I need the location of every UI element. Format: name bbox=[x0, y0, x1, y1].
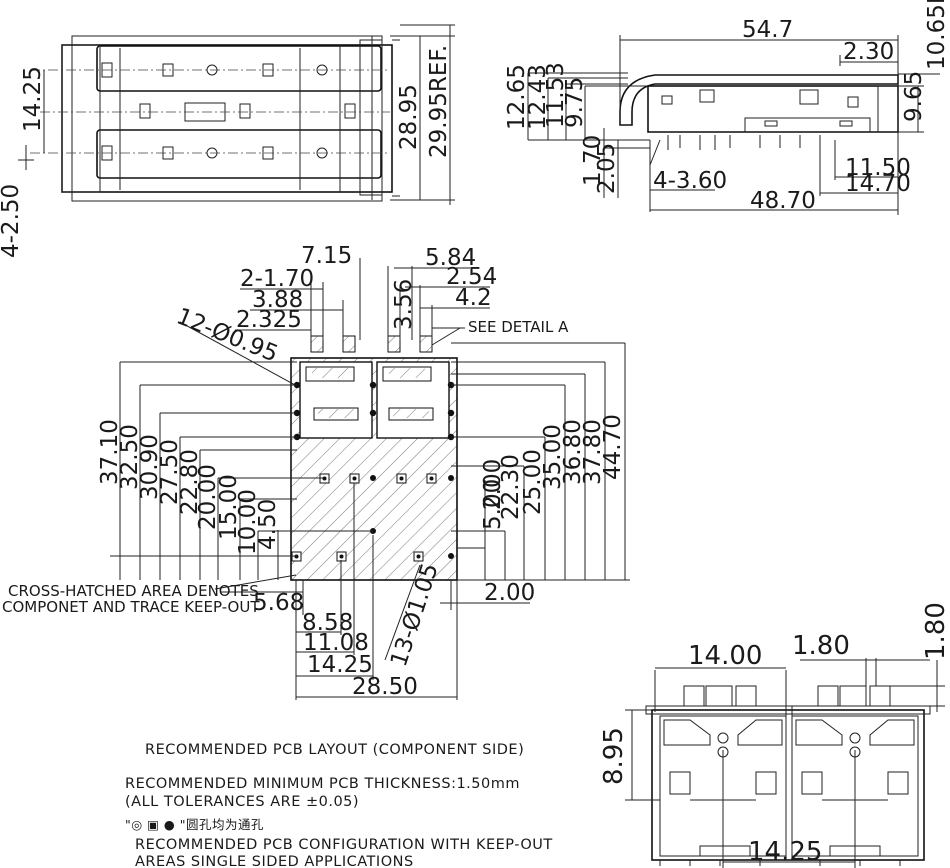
dim-pcb-3-56: 3.56 bbox=[391, 279, 417, 330]
dim-side-4-3-60: 4-3.60 bbox=[653, 168, 727, 194]
dim-pcb-2-1-70: 2-1.70 bbox=[240, 266, 314, 292]
dim-top-4-2-50: 4-2.50 bbox=[0, 184, 24, 258]
note-tolerance: (ALL TOLERANCES ARE ±0.05) bbox=[125, 794, 359, 810]
dim-pcb-37-10: 37.10 bbox=[97, 419, 123, 485]
dim-pcb-11-08: 11.08 bbox=[303, 630, 369, 656]
dim-pcb-4-2: 4.2 bbox=[455, 285, 492, 311]
dim-pcb-22-30: 22.30 bbox=[498, 454, 524, 520]
dim-side-10-65ref: 10.65REF. bbox=[924, 0, 950, 70]
dim-top-28-95: 28.95 bbox=[396, 84, 422, 150]
dim-pcb-2-00-b: 2.00 bbox=[484, 580, 535, 606]
dim-pcb-35-00: 35.00 bbox=[540, 424, 566, 490]
dim-pcb-30-90: 30.90 bbox=[137, 434, 163, 500]
dim-pcb-5-68: 5.68 bbox=[253, 590, 304, 616]
dim-side-9-75: 9.75 bbox=[562, 77, 588, 128]
dim-side-54-7: 54.7 bbox=[742, 17, 793, 43]
front-view: 14.00 1.80 1.80 8.95 14.25 bbox=[599, 602, 950, 868]
dim-pcb-10-00: 10.00 bbox=[235, 489, 261, 555]
dim-front-14-25: 14.25 bbox=[748, 837, 822, 867]
keepout-note-line2: COMPONET AND TRACE KEEP-OUT bbox=[2, 598, 260, 616]
dim-pcb-8-58: 8.58 bbox=[302, 610, 353, 636]
note-config-line1: RECOMMENDED PCB CONFIGURATION WITH KEEP-… bbox=[135, 837, 553, 853]
dim-pcb-15-00: 15.00 bbox=[216, 474, 242, 540]
dim-pcb-36-80: 36.80 bbox=[560, 419, 586, 485]
dim-side-11-53: 11.53 bbox=[543, 62, 569, 128]
dim-side-48-70: 48.70 bbox=[750, 188, 816, 214]
dim-side-1-70: 1.70 bbox=[580, 135, 606, 186]
dim-pcb-28-50: 28.50 bbox=[352, 674, 418, 700]
dim-pcb-14-25: 14.25 bbox=[307, 652, 373, 678]
dim-pcb-2-00-r: 2.00 bbox=[480, 459, 506, 510]
dim-side-11-50: 11.50 bbox=[845, 155, 911, 181]
dim-pcb-22-80: 22.80 bbox=[177, 449, 203, 515]
pcb-layout: 7.15 2-1.70 3.88 2.325 12-Ø0.95 5.84 2.5… bbox=[2, 243, 630, 700]
dim-side-14-70: 14.70 bbox=[845, 171, 911, 197]
dim-front-8-95: 8.95 bbox=[599, 727, 629, 785]
dim-top-14-25: 14.25 bbox=[20, 66, 46, 132]
dim-pcb-5-84: 5.84 bbox=[425, 245, 476, 271]
side-view: 54.7 2.30 10.65REF. 12.65 12.43 11.53 9.… bbox=[504, 0, 950, 215]
dim-pcb-5-00-label: 5.00 bbox=[480, 479, 506, 530]
dim-top-29-95ref: 29.95REF. bbox=[426, 45, 452, 158]
dim-pcb-3-88: 3.88 bbox=[252, 287, 303, 313]
note-thickness: RECOMMENDED MINIMUM PCB THICKNESS:1.50mm bbox=[125, 776, 520, 792]
note-layout-title: RECOMMENDED PCB LAYOUT (COMPONENT SIDE) bbox=[145, 742, 524, 758]
dim-pcb-27-50: 27.50 bbox=[157, 439, 183, 505]
dim-pcb-32-50: 32.50 bbox=[117, 424, 143, 490]
dim-pcb-4-50: 4.50 bbox=[255, 499, 281, 550]
dim-front-1-80-h: 1.80 bbox=[792, 631, 850, 661]
dim-front-14-00: 14.00 bbox=[688, 641, 762, 671]
dim-side-12-65: 12.65 bbox=[504, 64, 530, 130]
note-holes: "◎ ▣ ● "圆孔均为通孔 bbox=[125, 817, 264, 832]
see-detail-a: SEE DETAIL A bbox=[468, 318, 569, 336]
dim-pcb-25-00: 25.00 bbox=[520, 449, 546, 515]
top-view: 14.25 28.95 29.95REF. 4-2.50 bbox=[0, 24, 455, 258]
dim-pcb-37-80: 37.80 bbox=[580, 419, 606, 485]
dim-front-1-80-v: 1.80 bbox=[921, 602, 950, 660]
dim-side-2-30: 2.30 bbox=[843, 39, 894, 65]
note-config-line2: AREAS SINGLE SIDED APPLICATIONS bbox=[135, 854, 414, 868]
dim-pcb-20-00: 20.00 bbox=[195, 464, 221, 530]
dim-pcb-2-54: 2.54 bbox=[446, 264, 497, 290]
dim-pcb-2-325: 2.325 bbox=[236, 307, 302, 333]
notes-block: RECOMMENDED PCB LAYOUT (COMPONENT SIDE) … bbox=[125, 742, 553, 868]
dim-side-12-43: 12.43 bbox=[525, 64, 551, 130]
keepout-note-line1: CROSS-HATCHED AREA DENOTES bbox=[8, 582, 259, 600]
dim-pcb-44-70: 44.70 bbox=[600, 414, 626, 480]
dim-pcb-7-15: 7.15 bbox=[301, 243, 352, 269]
dim-side-9-65: 9.65 bbox=[901, 71, 927, 122]
dim-side-2-05: 2.05 bbox=[594, 143, 620, 194]
